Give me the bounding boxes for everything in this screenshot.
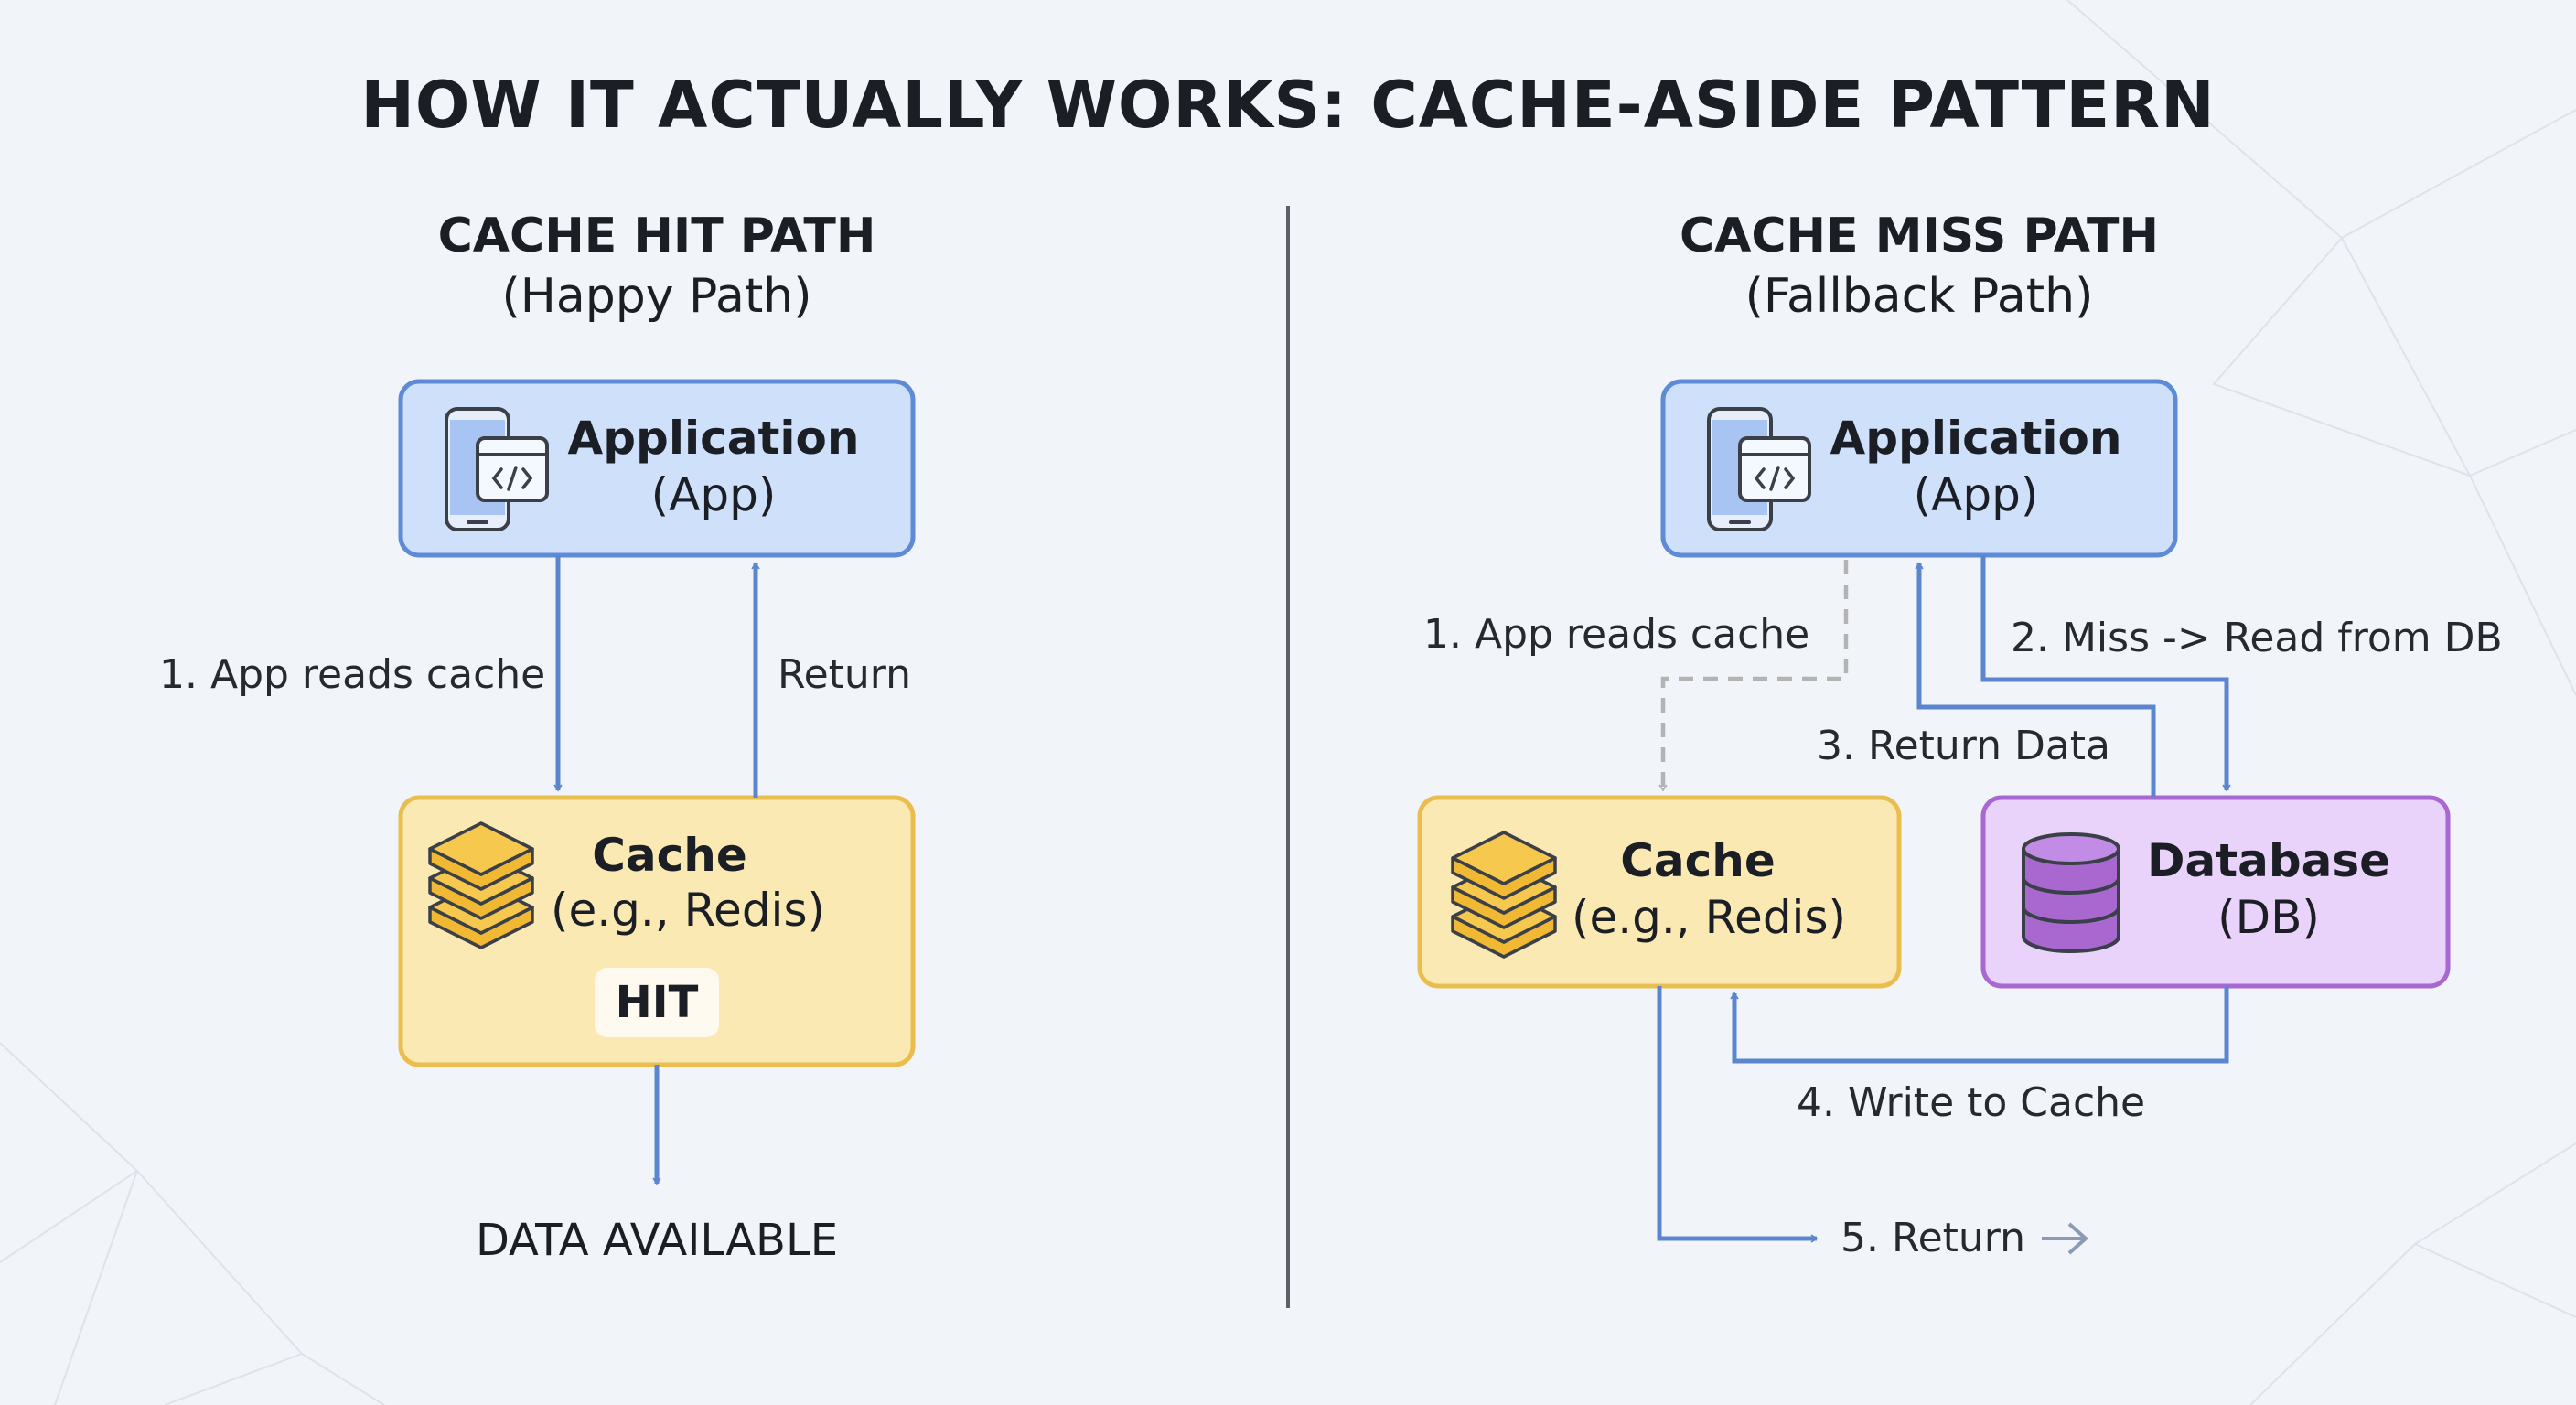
hit-badge: HIT [615, 977, 699, 1028]
hit-return-label: Return [778, 651, 912, 698]
hit-badge-bg [595, 968, 719, 1037]
mobile-code-icon [445, 407, 549, 531]
miss-write-cache-arrow [1730, 986, 2229, 1064]
hit-app-title: Application [567, 412, 860, 465]
miss-db-arrow [1980, 555, 2231, 792]
miss-path-heading: CACHE MISS PATH [1679, 209, 2160, 263]
miss-write-label: 4. Write to Cache [1797, 1079, 2146, 1126]
miss-path-subheading: (Fallback Path) [1744, 269, 2094, 324]
miss-cache-subtitle: (e.g., Redis) [1571, 891, 1847, 944]
miss-read-arrow-dashed [1658, 560, 1849, 792]
hit-cache-subtitle: (e.g., Redis) [550, 884, 826, 937]
hit-path-subheading: (Happy Path) [501, 269, 812, 324]
data-available-label: DATA AVAILABLE [475, 1215, 839, 1266]
hit-app-box [398, 379, 916, 558]
hit-path-heading: CACHE HIT PATH [437, 209, 876, 263]
hit-read-label: 1. App reads cache [159, 651, 546, 698]
stack-layers-icon [1451, 831, 1557, 959]
miss-db-title: Database [2146, 834, 2391, 887]
miss-app-title: Application [1830, 412, 2122, 465]
miss-db-label: 2. Miss -> Read from DB [2011, 615, 2503, 661]
miss-app-subtitle: (App) [1913, 468, 2039, 521]
miss-read-label: 1. App reads cache [1423, 611, 1810, 658]
stack-layers-icon [428, 821, 534, 949]
miss-return-label: 5. Return [1841, 1215, 2025, 1261]
miss-cache-title: Cache [1620, 834, 1776, 887]
hit-app-subtitle: (App) [650, 468, 777, 521]
miss-db-subtitle: (DB) [2217, 891, 2320, 944]
page-title: HOW IT ACTUALLY WORKS: CACHE-ASIDE PATTE… [360, 68, 2216, 143]
hit-cache-title: Cache [592, 829, 747, 882]
return-arrow-icon [2042, 1222, 2089, 1255]
database-icon [2022, 832, 2120, 953]
miss-app-box [1660, 379, 2178, 558]
miss-return-arrow [1657, 986, 1819, 1243]
miss-return-data-arrow [1915, 562, 2156, 798]
miss-return-data-label: 3. Return Data [1817, 723, 2111, 769]
mobile-code-icon [1707, 407, 1811, 531]
